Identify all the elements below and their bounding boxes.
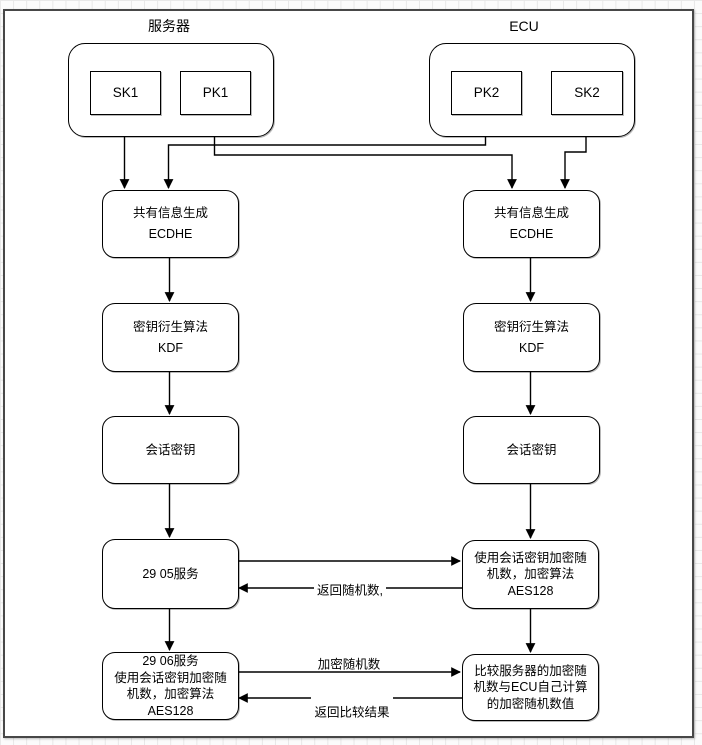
- edge-label-return-compare-result: 返回比较结果: [314, 705, 390, 720]
- node-text-line: 使用会话密钥加密随: [114, 670, 227, 685]
- node-text-line: 比较服务器的加密随: [474, 663, 587, 678]
- node-sk2-label: SK2: [574, 84, 600, 100]
- node-text-line: 机数与ECU自己计算: [473, 680, 588, 695]
- ecu-group-label: ECU: [509, 18, 539, 34]
- node-pk2-label: PK2: [473, 84, 500, 100]
- node-sk1-label: SK1: [112, 84, 139, 100]
- node-text-line: AES128: [147, 703, 194, 718]
- server-group-label: 服务器: [148, 18, 190, 34]
- node-text-line: 29 06服务: [142, 654, 199, 668]
- node-kdf-left[interactable]: 密钥衍生算法 KDF: [102, 303, 239, 372]
- node-text-line: 机数，加密算法: [126, 687, 215, 701]
- node-text-line: ECDHE: [509, 227, 554, 241]
- node-ecu-compare[interactable]: 比较服务器的加密随 机数与ECU自己计算 的加密随机数值: [462, 654, 599, 721]
- label-backing: [311, 690, 393, 704]
- edge-label-encrypted-random: 加密随机数: [317, 657, 381, 672]
- node-text-line: KDF: [158, 340, 183, 355]
- node-ecdhe-left[interactable]: 共有信息生成 ECDHE: [102, 190, 239, 258]
- node-pk1[interactable]: PK1: [180, 71, 251, 115]
- node-text-line: 29 05服务: [142, 566, 199, 581]
- node-text-line: 共有信息生成: [493, 206, 569, 220]
- node-kdf-right[interactable]: 密钥衍生算法 KDF: [463, 303, 600, 372]
- node-ecdhe-right[interactable]: 共有信息生成 ECDHE: [463, 190, 600, 258]
- node-text-line: 密钥衍生算法: [493, 319, 569, 334]
- node-service-2906[interactable]: 29 06服务 使用会话密钥加密随 机数，加密算法 AES128: [102, 652, 239, 720]
- node-text-line: 使用会话密钥加密随: [474, 550, 587, 565]
- node-sk2[interactable]: SK2: [551, 71, 623, 115]
- node-pk2[interactable]: PK2: [451, 71, 522, 115]
- node-text-line: 机数，加密算法: [486, 567, 575, 582]
- node-session-key-right[interactable]: 会话密钥: [463, 416, 600, 484]
- edge-label-return-random: 返回随机数,: [314, 579, 386, 599]
- node-ecu-encrypt[interactable]: 使用会话密钥加密随 机数，加密算法 AES128: [462, 540, 599, 609]
- node-text-line: ECDHE: [148, 227, 193, 241]
- node-text-line: 会话密钥: [145, 442, 196, 457]
- node-text-line: KDF: [519, 340, 544, 355]
- node-text-line: 密钥衍生算法: [132, 319, 208, 334]
- node-sk1[interactable]: SK1: [90, 71, 161, 115]
- node-text-line: 共有信息生成: [132, 206, 208, 220]
- node-text-line: 的加密随机数值: [486, 696, 575, 711]
- node-text-line: AES128: [507, 583, 554, 598]
- node-service-2905[interactable]: 29 05服务: [102, 539, 239, 609]
- node-text-line: 会话密钥: [506, 442, 557, 457]
- node-session-key-left[interactable]: 会话密钥: [102, 416, 239, 484]
- node-pk1-label: PK1: [202, 84, 229, 100]
